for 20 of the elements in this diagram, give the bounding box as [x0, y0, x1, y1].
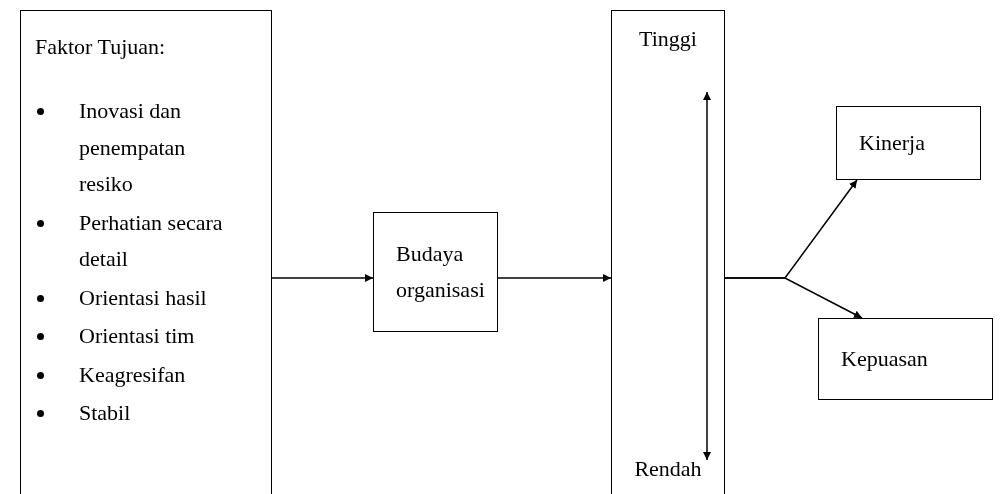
list-item: Orientasi tim	[79, 323, 195, 348]
heading: Faktor Tujuan:	[35, 33, 166, 61]
scale-label: Tinggi	[638, 25, 698, 53]
arrow	[724, 277, 863, 319]
arrow	[271, 274, 374, 282]
box	[20, 10, 272, 494]
arrow	[497, 274, 612, 282]
box-label: Kinerja	[859, 129, 926, 157]
list-item: Perhatian secara detail	[79, 209, 223, 271]
box	[373, 212, 498, 332]
list-item: Orientasi hasil	[79, 284, 207, 310]
scale-label: Rendah	[633, 455, 703, 483]
box	[611, 10, 725, 494]
list-item: Keagresifan	[79, 361, 186, 387]
box-label: Kepuasan	[841, 345, 929, 373]
list-item: Inovasi dan penempatan resiko	[79, 98, 186, 196]
box	[836, 106, 981, 180]
list-item: Stabil	[79, 400, 131, 425]
box-label: Budaya organisasi	[396, 240, 486, 304]
box	[818, 318, 993, 400]
